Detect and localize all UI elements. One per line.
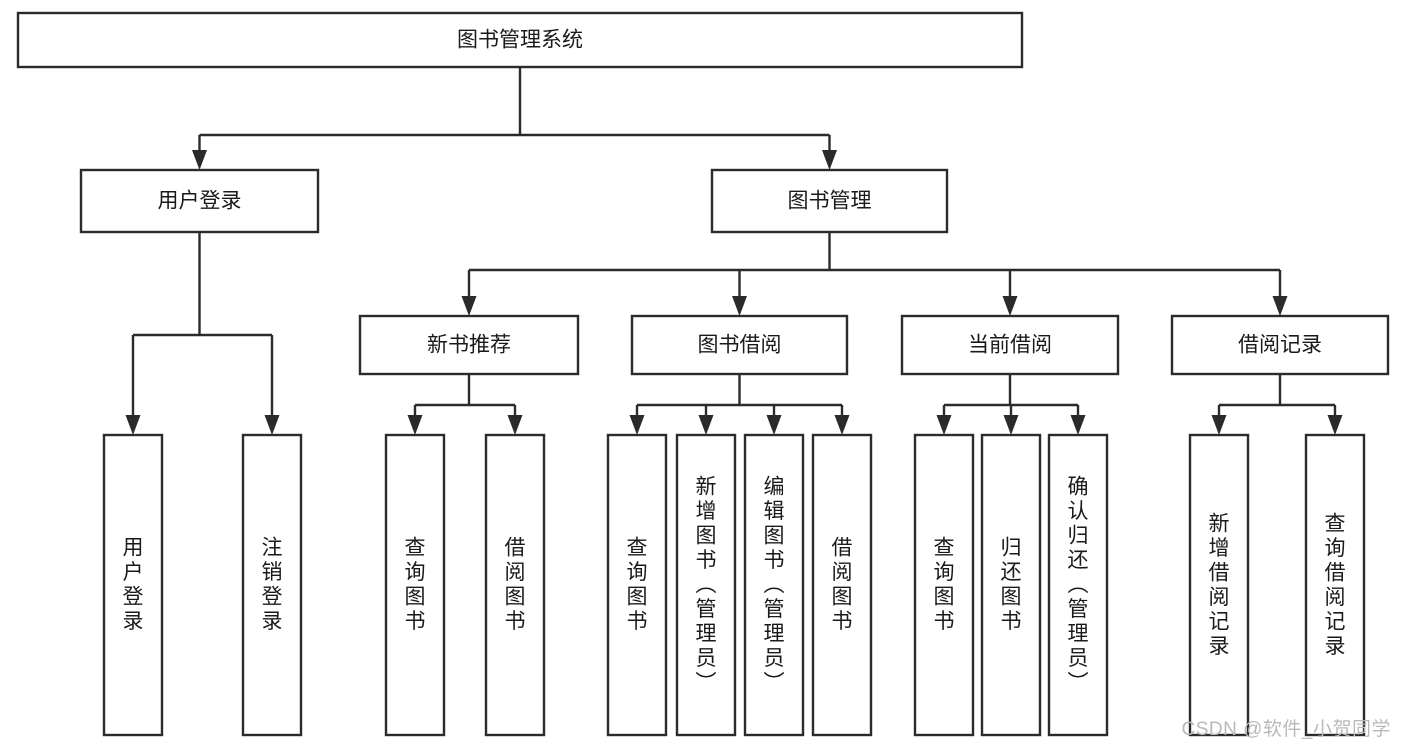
arrow-head-icon [732, 296, 747, 316]
arrow-head-icon [192, 150, 207, 170]
watermark-text: CSDN @软件_小贺同学 [1181, 719, 1391, 740]
arrow-head-icon [822, 150, 837, 170]
arrow-head-icon [125, 415, 141, 435]
node-label-level2-0: 用户登录 [158, 190, 242, 213]
node-level2-用户登录[interactable] [79, 168, 320, 234]
node-leaf-5[interactable] [675, 433, 737, 737]
node-label-level3-2: 当前借阅 [968, 334, 1052, 357]
arrow-head-icon [936, 415, 952, 435]
node-leaf-10[interactable] [1047, 433, 1109, 737]
node-level2-图书管理[interactable] [710, 168, 949, 234]
arrow-head-icon [264, 415, 280, 435]
arrow-head-icon [1070, 415, 1086, 435]
node-leaf-3[interactable] [484, 433, 546, 737]
node-leaf-11[interactable] [1188, 433, 1250, 737]
node-label-level3-3: 借阅记录 [1238, 334, 1322, 357]
connectors-layer [125, 67, 1343, 435]
node-label-level2-1: 图书管理 [788, 190, 872, 213]
arrow-head-icon [407, 415, 423, 435]
arrow-head-icon [461, 296, 477, 316]
arrow-head-icon [629, 415, 645, 435]
node-leaf-1[interactable] [241, 433, 303, 737]
node-leaf-8[interactable] [913, 433, 975, 737]
node-label-level3-1: 图书借阅 [698, 334, 782, 357]
node-level3-当前借阅[interactable] [900, 314, 1120, 376]
arrow-head-icon [834, 415, 850, 435]
arrow-head-icon [1327, 415, 1343, 435]
node-leaf-2[interactable] [384, 433, 446, 737]
node-leaf-0[interactable] [102, 433, 164, 737]
node-leaf-7[interactable] [811, 433, 873, 737]
arrow-head-icon [1211, 415, 1227, 435]
node-label-root: 图书管理系统 [457, 29, 583, 52]
node-root-图书管理系统[interactable] [16, 11, 1024, 69]
node-level3-借阅记录[interactable] [1170, 314, 1390, 376]
arrow-head-icon [507, 415, 523, 435]
node-leaf-6[interactable] [743, 433, 805, 737]
arrow-head-icon [1272, 296, 1288, 316]
node-label-level3-0: 新书推荐 [427, 334, 511, 357]
node-level3-新书推荐[interactable] [358, 314, 580, 376]
arrow-head-icon [698, 415, 714, 435]
node-level3-图书借阅[interactable] [630, 314, 849, 376]
boxes-layer [16, 11, 1390, 737]
node-leaf-4[interactable] [606, 433, 668, 737]
node-leaf-9[interactable] [980, 433, 1042, 737]
arrow-head-icon [1003, 415, 1019, 435]
node-leaf-12[interactable] [1304, 433, 1366, 737]
arrow-head-icon [766, 415, 782, 435]
arrow-head-icon [1002, 296, 1018, 316]
